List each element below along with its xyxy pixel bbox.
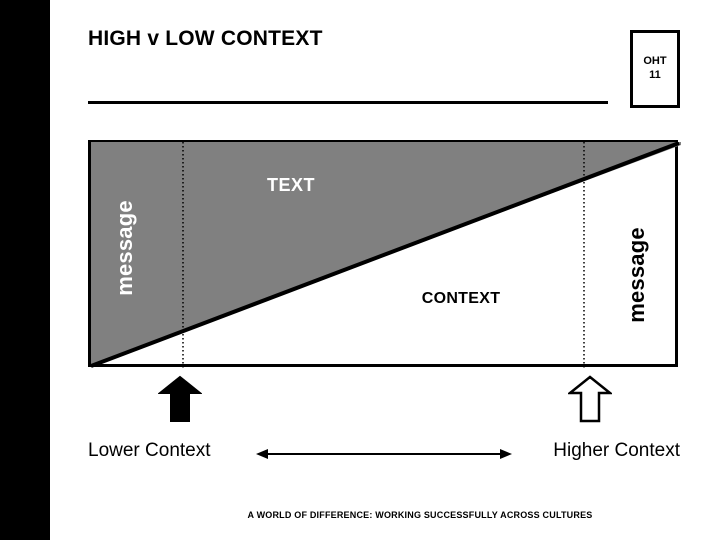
- axis-label-higher-context: Higher Context: [553, 440, 680, 461]
- double-headed-arrow-icon: [256, 449, 512, 459]
- outline-up-arrow-icon: [568, 375, 612, 423]
- page-title: HIGH v LOW CONTEXT: [88, 27, 323, 50]
- oht-label: OHT: [643, 55, 667, 68]
- footer-text: A WORLD OF DIFFERENCE: WORKING SUCCESSFU…: [247, 510, 593, 520]
- text-region-label: TEXT: [266, 175, 315, 195]
- axis-label-lower-context: Lower Context: [88, 440, 211, 461]
- oht-number: 11: [649, 69, 661, 81]
- message-label-left: message: [112, 200, 137, 296]
- diagram-shapes: [91, 142, 681, 369]
- footer-bar: A WORLD OF DIFFERENCE: WORKING SUCCESSFU…: [0, 510, 720, 520]
- context-region-label: CONTEXT: [421, 290, 501, 307]
- oht-number-box: OHT 11: [630, 30, 680, 108]
- context-axis: Lower Context Higher Context: [88, 440, 680, 472]
- diagonal-divider: [91, 142, 680, 368]
- context-diagram: TEXT CONTEXT message message: [88, 140, 681, 369]
- message-label-right: message: [624, 227, 649, 323]
- filled-up-arrow-icon: [158, 375, 202, 422]
- title-divider: [88, 101, 608, 104]
- left-black-bar: [0, 0, 50, 540]
